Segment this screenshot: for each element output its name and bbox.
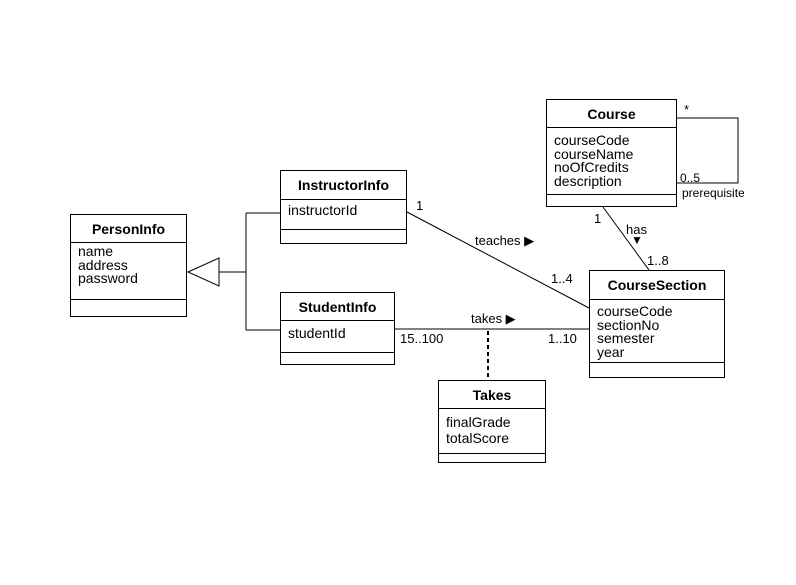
class-name: PersonInfo xyxy=(71,215,186,243)
attribute: finalGrade xyxy=(446,414,511,430)
teaches-association-line xyxy=(406,211,590,309)
class-attributes: courseCode courseName noOfCredits descri… xyxy=(547,128,676,195)
takes-association-label: takes ▶ xyxy=(471,311,516,326)
class-attributes: studentId xyxy=(281,321,394,353)
has-direction-arrow-icon: ▼ xyxy=(631,233,643,247)
class-box-course-section[interactable]: CourseSection courseCode sectionNo semes… xyxy=(589,270,725,378)
prerequisite-multiplicity-bottom: 0..5 xyxy=(680,171,701,185)
attribute: address xyxy=(78,256,128,273)
attribute: instructorId xyxy=(288,202,358,218)
prerequisite-association-label: prerequisite xyxy=(682,186,745,200)
attribute: courseName xyxy=(554,145,634,162)
class-name: StudentInfo xyxy=(281,293,394,321)
teaches-multiplicity-section: 1..4 xyxy=(551,271,573,286)
class-attributes: name address password xyxy=(71,243,186,300)
class-box-takes[interactable]: Takes finalGrade totalScore xyxy=(438,380,546,463)
has-multiplicity-section: 1..8 xyxy=(647,253,669,268)
prerequisite-multiplicity-top: * xyxy=(684,102,690,117)
has-multiplicity-course: 1 xyxy=(594,211,602,226)
class-name: Takes xyxy=(439,381,545,409)
takes-multiplicity-section: 1..10 xyxy=(548,331,577,346)
attribute: noOfCredits xyxy=(554,159,629,175)
class-attributes: courseCode sectionNo semester year xyxy=(590,300,724,363)
has-association-label: has xyxy=(626,222,647,237)
prerequisite-self-loop xyxy=(677,117,739,184)
takes-multiplicity-student: 15..100 xyxy=(400,331,444,346)
attribute: totalScore xyxy=(446,430,510,446)
teaches-multiplicity-instructor: 1 xyxy=(416,198,424,213)
attribute: password xyxy=(78,270,138,286)
attribute: courseCode xyxy=(554,132,630,148)
attribute: description xyxy=(554,172,622,189)
generalization-arrowhead xyxy=(186,257,220,287)
class-name: CourseSection xyxy=(590,271,724,300)
class-box-instructor-info[interactable]: InstructorInfo instructorId xyxy=(280,170,407,244)
attribute: year xyxy=(597,343,625,360)
has-association-line xyxy=(602,206,650,271)
class-attributes: instructorId xyxy=(281,200,406,230)
class-name: InstructorInfo xyxy=(281,171,406,200)
class-box-course[interactable]: Course courseCode courseName noOfCredits… xyxy=(546,99,677,207)
class-box-person-info[interactable]: PersonInfo name address password xyxy=(70,214,187,317)
attribute: name xyxy=(78,243,114,259)
attribute: sectionNo xyxy=(597,316,660,333)
teaches-association-label: teaches ▶ xyxy=(475,233,535,248)
class-attributes: finalGrade totalScore xyxy=(439,409,545,454)
attribute: studentId xyxy=(288,325,346,341)
attribute: courseCode xyxy=(597,303,673,319)
attribute: semester xyxy=(597,330,655,346)
class-box-student-info[interactable]: StudentInfo studentId xyxy=(280,292,395,365)
class-name: Course xyxy=(547,100,676,128)
